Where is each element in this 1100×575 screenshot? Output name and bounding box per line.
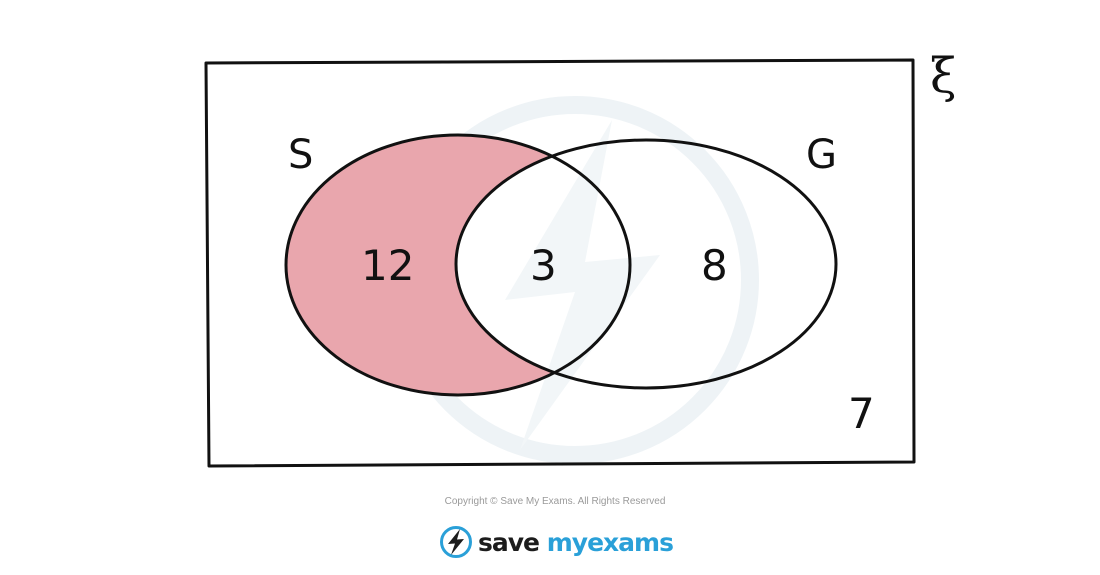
copyright-notice: Copyright © Save My Exams. All Rights Re…	[444, 496, 666, 507]
brand-word-exams: exams	[587, 527, 674, 557]
region-g-only-value: 8	[701, 241, 728, 290]
brand-word-my: my	[546, 527, 588, 557]
lightning-bolt-icon	[440, 526, 472, 558]
universal-set-symbol: ξ	[930, 48, 956, 104]
set-label-g: G	[806, 132, 837, 178]
set-g-circle	[454, 138, 838, 390]
region-s-only-shading	[286, 135, 630, 395]
brand-word-save: save	[478, 527, 540, 557]
set-label-s: S	[288, 132, 313, 178]
brand-name: save myexams	[478, 527, 674, 557]
region-intersection-value: 3	[530, 241, 557, 290]
set-s-circle	[284, 133, 632, 397]
universal-set-rectangle	[204, 58, 916, 468]
region-outside-value: 7	[848, 389, 875, 438]
region-s-only-value: 12	[361, 241, 414, 290]
brand-logo: save myexams	[439, 522, 674, 562]
